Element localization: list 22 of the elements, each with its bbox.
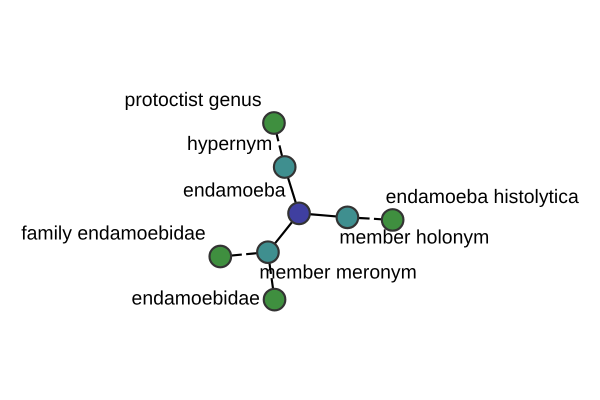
node-label: member holonym [339, 226, 490, 248]
node-circle [336, 204, 360, 229]
node-label: member meronym [259, 261, 417, 284]
node-circle [208, 244, 232, 268]
node-circle [262, 287, 286, 311]
node-label: protoctist genus [124, 88, 262, 111]
node-label: hypernym [187, 132, 272, 155]
connector [276, 133, 284, 156]
connector [286, 176, 297, 202]
node-label: endamoeba [183, 178, 286, 201]
node-circle [262, 110, 286, 134]
node-circle [272, 154, 297, 178]
connector [268, 262, 274, 288]
connector [310, 212, 336, 217]
connector [358, 216, 382, 220]
node-circle [256, 240, 280, 264]
node-circle [287, 200, 311, 225]
connector [274, 221, 293, 244]
connector [231, 252, 257, 256]
node-label: endamoeba histolytica [386, 186, 579, 208]
node-label: family endamoebidae [21, 222, 206, 244]
node-label: endamoebidae [132, 286, 260, 309]
